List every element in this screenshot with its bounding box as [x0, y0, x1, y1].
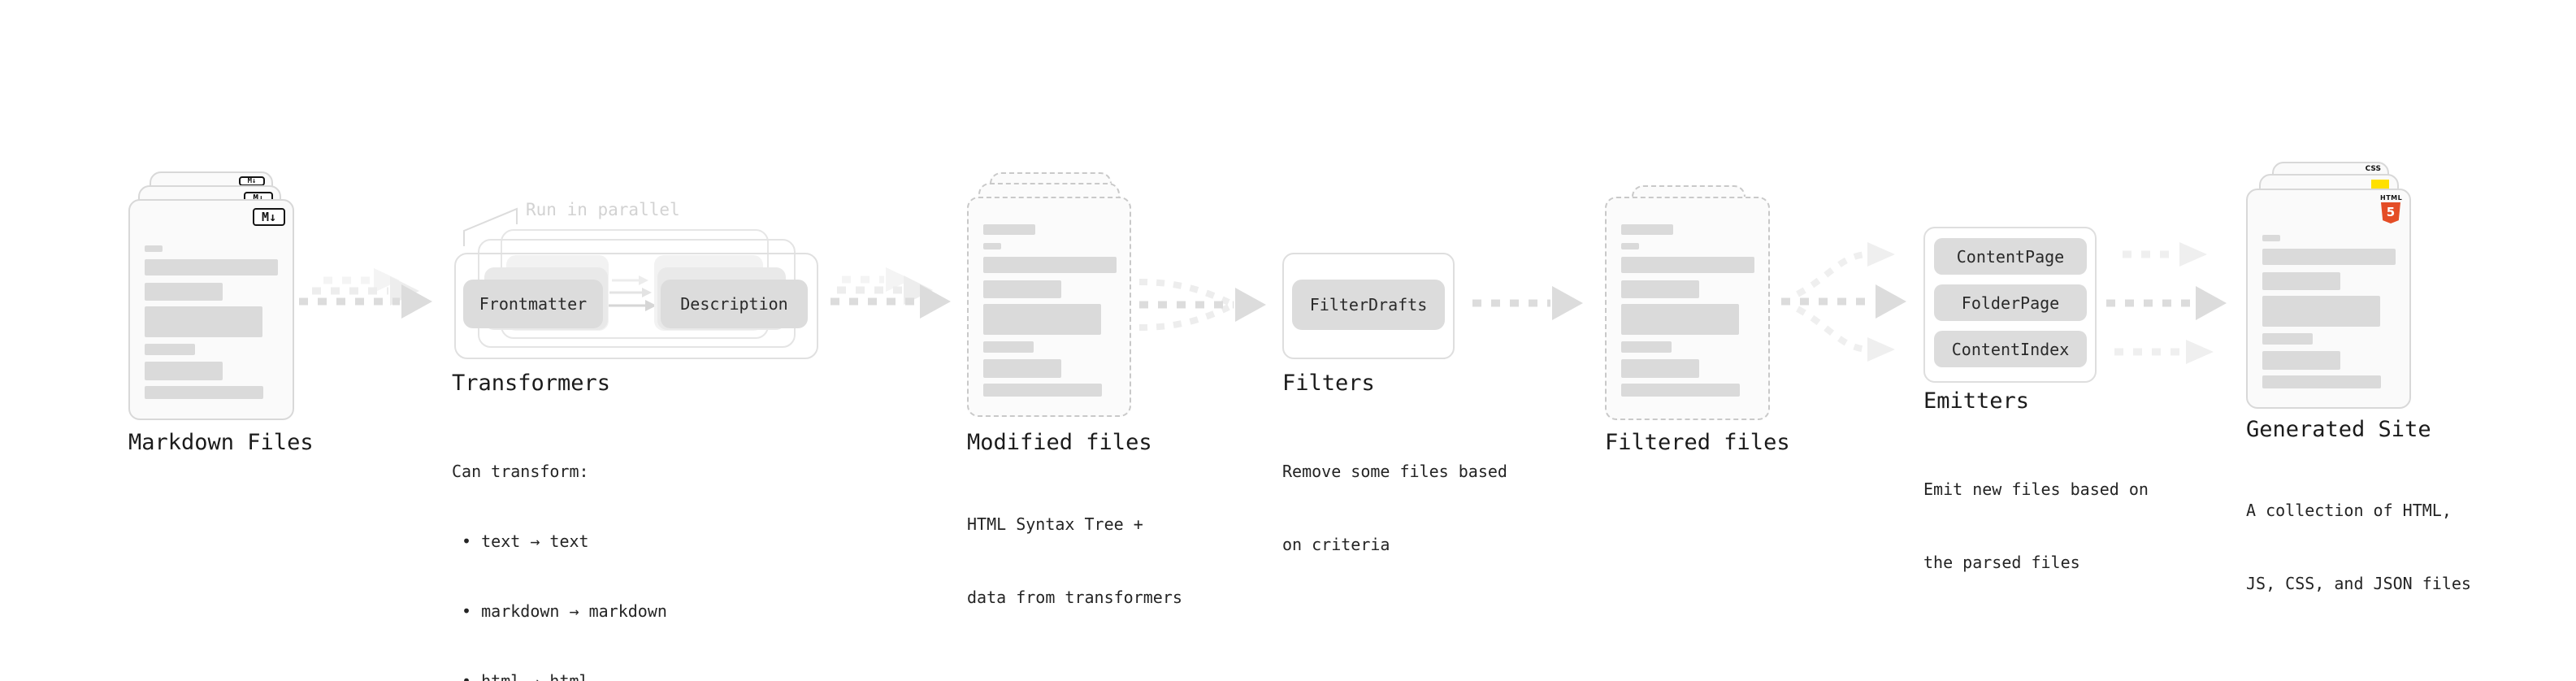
filtered-files-label: Filtered files	[1605, 430, 1790, 455]
modified-file-card-front	[967, 197, 1131, 417]
placeholder-line	[2262, 375, 2381, 388]
run-in-parallel-note: Run in parallel	[526, 200, 680, 219]
placeholder-line	[1621, 359, 1699, 378]
placeholder-line	[2262, 249, 2396, 265]
emitters-desc-line: the parsed files	[1923, 553, 2080, 572]
generated-site-desc-line: A collection of HTML,	[2246, 501, 2452, 520]
placeholder-line	[983, 280, 1061, 298]
modified-files-desc-line: HTML Syntax Tree +	[967, 514, 1143, 534]
arrow-markdown-to-transformers	[299, 268, 432, 319]
transformers-label: Transformers	[452, 371, 611, 396]
placeholder-line	[1621, 280, 1699, 298]
arrow-emitters-to-site	[2106, 242, 2227, 364]
contentpage-emitter: ContentPage	[1934, 238, 2087, 275]
placeholder-line	[1621, 384, 1740, 397]
placeholder-line	[2262, 333, 2313, 345]
filters-desc-line: on criteria	[1282, 535, 1390, 554]
emitters-frame	[1923, 227, 2097, 383]
placeholder-line	[983, 359, 1061, 378]
placeholder-line	[145, 283, 223, 301]
filterdrafts-step: FilterDrafts	[1292, 280, 1445, 330]
placeholder-line	[145, 259, 278, 275]
transformers-desc-line: • html → html	[452, 671, 589, 681]
transformers-desc-line: • text → text	[452, 531, 589, 551]
folderpage-emitter: FolderPage	[1934, 284, 2087, 321]
filters-frame	[1282, 253, 1455, 359]
placeholder-line	[2262, 272, 2340, 290]
transformers-desc-line: • markdown → markdown	[452, 601, 667, 621]
placeholder-line	[1621, 304, 1739, 335]
markdown-files-label: Markdown Files	[128, 430, 314, 455]
placeholder-line	[1621, 257, 1754, 273]
placeholder-line	[2262, 235, 2280, 241]
placeholder-line	[2262, 296, 2380, 327]
placeholder-line	[983, 384, 1102, 397]
description-step: Description	[661, 280, 808, 328]
placeholder-line	[983, 257, 1117, 273]
placeholder-line	[983, 341, 1034, 353]
arrow-modified-to-filters	[1138, 279, 1266, 331]
filters-description: Remove some files based on criteria	[1282, 410, 1507, 605]
modified-files-description: HTML Syntax Tree + data from transformer…	[967, 463, 1182, 658]
placeholder-line	[145, 344, 195, 355]
modified-files-desc-line: data from transformers	[967, 588, 1182, 607]
placeholder-line	[145, 362, 223, 380]
transformer-frame-front	[454, 253, 818, 359]
filters-label: Filters	[1282, 371, 1375, 396]
placeholder-line	[1621, 224, 1673, 235]
filters-desc-line: Remove some files based	[1282, 462, 1507, 481]
placeholder-line	[983, 224, 1035, 235]
generated-site-label: Generated Site	[2246, 417, 2431, 442]
site-file-card-front: HTML 5	[2246, 189, 2411, 409]
placeholder-line	[983, 304, 1101, 335]
emitters-label: Emitters	[1923, 388, 2030, 414]
placeholder-line	[145, 306, 262, 337]
generated-site-desc-line: JS, CSS, and JSON files	[2246, 574, 2471, 593]
placeholder-line	[1621, 243, 1639, 249]
html5-icon-shield: 5	[2381, 202, 2400, 223]
generated-site-description: A collection of HTML, JS, CSS, and JSON …	[2246, 449, 2471, 644]
transformers-description: Can transform: • text → text • markdown …	[452, 412, 667, 681]
contentindex-emitter: ContentIndex	[1934, 331, 2087, 367]
placeholder-line	[1621, 341, 1672, 353]
markdown-icon: M↓	[239, 176, 265, 186]
emitters-desc-line: Emit new files based on	[1923, 479, 2149, 499]
css-icon-label: CSS	[2365, 165, 2381, 173]
html5-icon-label: HTML	[2380, 194, 2403, 202]
emitters-description: Emit new files based on the parsed files	[1923, 428, 2149, 623]
filtered-file-card-front	[1605, 197, 1770, 420]
js-icon	[2371, 180, 2389, 191]
html5-icon: HTML 5	[2380, 194, 2403, 223]
arrow-filtered-to-emitters	[1781, 242, 1906, 362]
markdown-icon: M↓	[253, 208, 285, 226]
placeholder-line	[983, 243, 1001, 249]
placeholder-line	[145, 386, 263, 399]
arrow-transformers-to-modified	[830, 267, 951, 319]
placeholder-line	[145, 245, 163, 252]
arrow-filters-to-filtered	[1472, 286, 1583, 320]
modified-files-label: Modified files	[967, 430, 1152, 455]
placeholder-line	[2262, 351, 2340, 370]
markdown-file-card-front: M↓	[128, 199, 294, 420]
transformers-desc-line: Can transform:	[452, 462, 589, 481]
frontmatter-step: Frontmatter	[463, 280, 603, 328]
